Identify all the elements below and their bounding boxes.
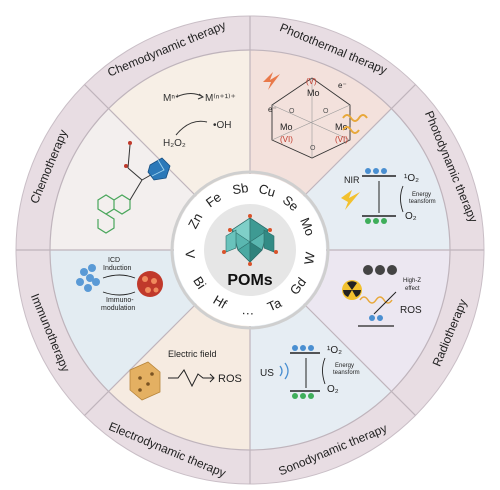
sono-ground-electrons [292,393,314,399]
icd-label: ICD [108,257,120,264]
center-title: POMs [227,272,272,289]
icd-arrow [102,274,136,279]
electron-left-label: e⁻ [268,105,277,114]
divider-line [303,303,416,416]
high-z-atoms [363,265,397,275]
radiation-symbol [343,281,361,297]
element-symbol: Mo [297,216,318,238]
electric-pulse-arrowhead [209,373,215,383]
mo-cluster-bonds [271,78,351,158]
element-symbol: W [301,251,318,266]
electro-ros-label: ROS [218,373,242,385]
heat-wave-icon [342,114,368,122]
ultrasound-icon [279,362,289,380]
electrode-cube-dots [138,372,154,392]
mo-right-label: Mo [335,122,348,132]
element-symbol: Zn [185,211,205,231]
heat-wave-icon-2 [342,126,360,134]
element-symbol: … [241,302,255,317]
valence-vi-right-label: (VI) [335,135,348,144]
immuno-label-2: modulation [101,305,135,312]
lightning-icon [263,72,280,90]
tumor-cell-icon [137,271,163,297]
immunotherapy-panel: ICD Induction Immuno- modulation [76,257,163,312]
oxygen-label-1: O [289,108,295,115]
nir-lightning-icon [341,190,360,210]
hydroxyl-radical-label: •OH [213,120,232,131]
divider-line [84,303,197,416]
nir-label: NIR [344,175,360,185]
induction-label: Induction [103,265,132,272]
element-ring-border [170,170,330,330]
xray-wave [359,296,393,304]
oxygen-label: O₂ [405,211,417,222]
photodynamic-panel: NIR ¹O₂ Energy teansform O₂ [341,168,436,224]
electric-pulse-arrow [168,369,214,388]
divider-line [84,84,197,197]
immuno-label-1: Immuno- [106,297,134,304]
element-symbol: Ta [265,295,284,315]
transform-label: teansform [409,199,436,205]
sono-transform-label: teansform [333,370,360,376]
metal-n-label: Mⁿ⁺ [163,93,180,104]
high-z-effect-label: effect [405,286,420,292]
drug-bond [127,144,131,169]
pom-cluster-icon [76,264,100,292]
element-symbol: Fe [203,189,224,210]
ros-arrow [373,291,397,315]
sono-energy-arrow [322,357,326,385]
element-symbol: V [182,249,198,259]
us-label: US [260,368,274,379]
oxygen-atom-2 [128,141,132,145]
photothermal-panel: (V) Mo Mo Mo (VI) (VI) e⁻ e⁻ O O O [263,72,368,159]
electrodynamic-panel: Electric field ROS [129,349,242,401]
sono-energy-label: Energy [335,363,354,369]
singlet-oxygen-label: ¹O₂ [404,173,419,184]
oxygen-label-2: O [323,108,329,115]
valence-vi-left-label: (VI) [280,135,293,144]
oxygen-atom-1 [124,164,128,168]
drug-molecule-icon [97,194,131,234]
radio-ros-label: ROS [400,305,422,316]
sono-oxygen-label: O₂ [327,384,339,395]
chemotherapy-panel [97,141,171,234]
pom-conjugate-highlight [151,159,165,177]
immuno-arrow [102,291,136,296]
energy-label: Energy [412,192,431,198]
mo-top-label: Mo [307,88,320,98]
pom-conjugate-icon [147,157,171,181]
h2o2-label: H₂O₂ [163,138,186,149]
electron-right-label: e⁻ [338,81,347,90]
energy-transfer-arrow [400,185,404,213]
excited-electrons [365,168,387,174]
electrode-cube-icon [129,361,161,401]
electric-field-label: Electric field [168,349,217,359]
ground-electrons [365,218,387,224]
radio-electrons [369,315,383,321]
mo-left-label: Mo [280,122,293,132]
metal-n1-label: M⁽ⁿ⁺¹⁾⁺ [205,93,236,104]
element-symbol: Sb [231,180,249,197]
radiotherapy-panel: High-Z effect ROS [342,265,422,327]
sono-excited-electrons [292,345,314,351]
oxygen-label-3: O [310,145,316,152]
pom-polyhedron-icon [222,214,278,266]
h2o2-arrow [175,120,208,136]
valence-v-label: (V) [306,77,317,86]
element-symbol: Cu [257,181,277,200]
chemodynamic-panel: Mⁿ⁺ M⁽ⁿ⁺¹⁾⁺ H₂O₂ •OH [163,93,236,149]
sono-singlet-label: ¹O₂ [327,345,342,356]
dividers [16,16,484,484]
inner-ring-border [49,49,451,451]
tumor-cell-spots [142,276,159,293]
divider-line [303,84,416,197]
redox-arrowhead [197,93,205,100]
sonodynamic-panel: US ¹O₂ Energy teansform O₂ [260,345,360,399]
high-z-label: High-Z [403,278,421,284]
